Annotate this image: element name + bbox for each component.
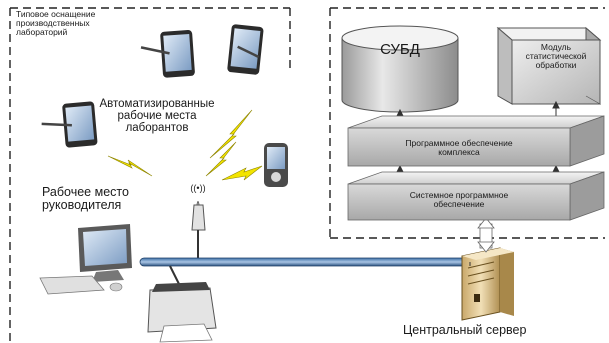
printer-icon [147, 265, 217, 343]
lab-equipment-label: Типовое оснащение производственных лабор… [16, 9, 96, 37]
wireless-link-icons [107, 109, 263, 181]
software-complex-slab [347, 115, 605, 167]
workstations-label: Автоматизированные рабочие места лаборан… [99, 98, 215, 135]
dbms-label: СУБД [380, 41, 420, 58]
system-software-slab [347, 171, 605, 221]
tablet-icon [41, 101, 98, 148]
server-icon [461, 247, 514, 321]
dbms-cylinder [341, 25, 459, 113]
network-bus [139, 257, 471, 267]
system-software-label: Системное программное обеспечение [409, 190, 509, 209]
right-region-border [329, 7, 605, 239]
manager-workstation-label: Рабочее место руководителя [42, 185, 129, 213]
software-complex-label: Программное обеспечение комплекса [405, 138, 513, 157]
stats-module-box [496, 26, 602, 105]
wireless-access-point-icon: ((•)) [190, 183, 206, 262]
handheld-device-icon [264, 143, 288, 187]
bidirectional-arrow [477, 217, 495, 253]
central-server-label: Центральный сервер [403, 323, 527, 337]
svg-text:((•)): ((•)) [190, 183, 205, 193]
tablet-icon [140, 30, 195, 78]
left-region-border [9, 7, 291, 343]
stats-module-label: Модуль статистической обработки [525, 42, 587, 70]
tablet-icon [227, 24, 264, 75]
manager-computer-icon [39, 224, 132, 295]
